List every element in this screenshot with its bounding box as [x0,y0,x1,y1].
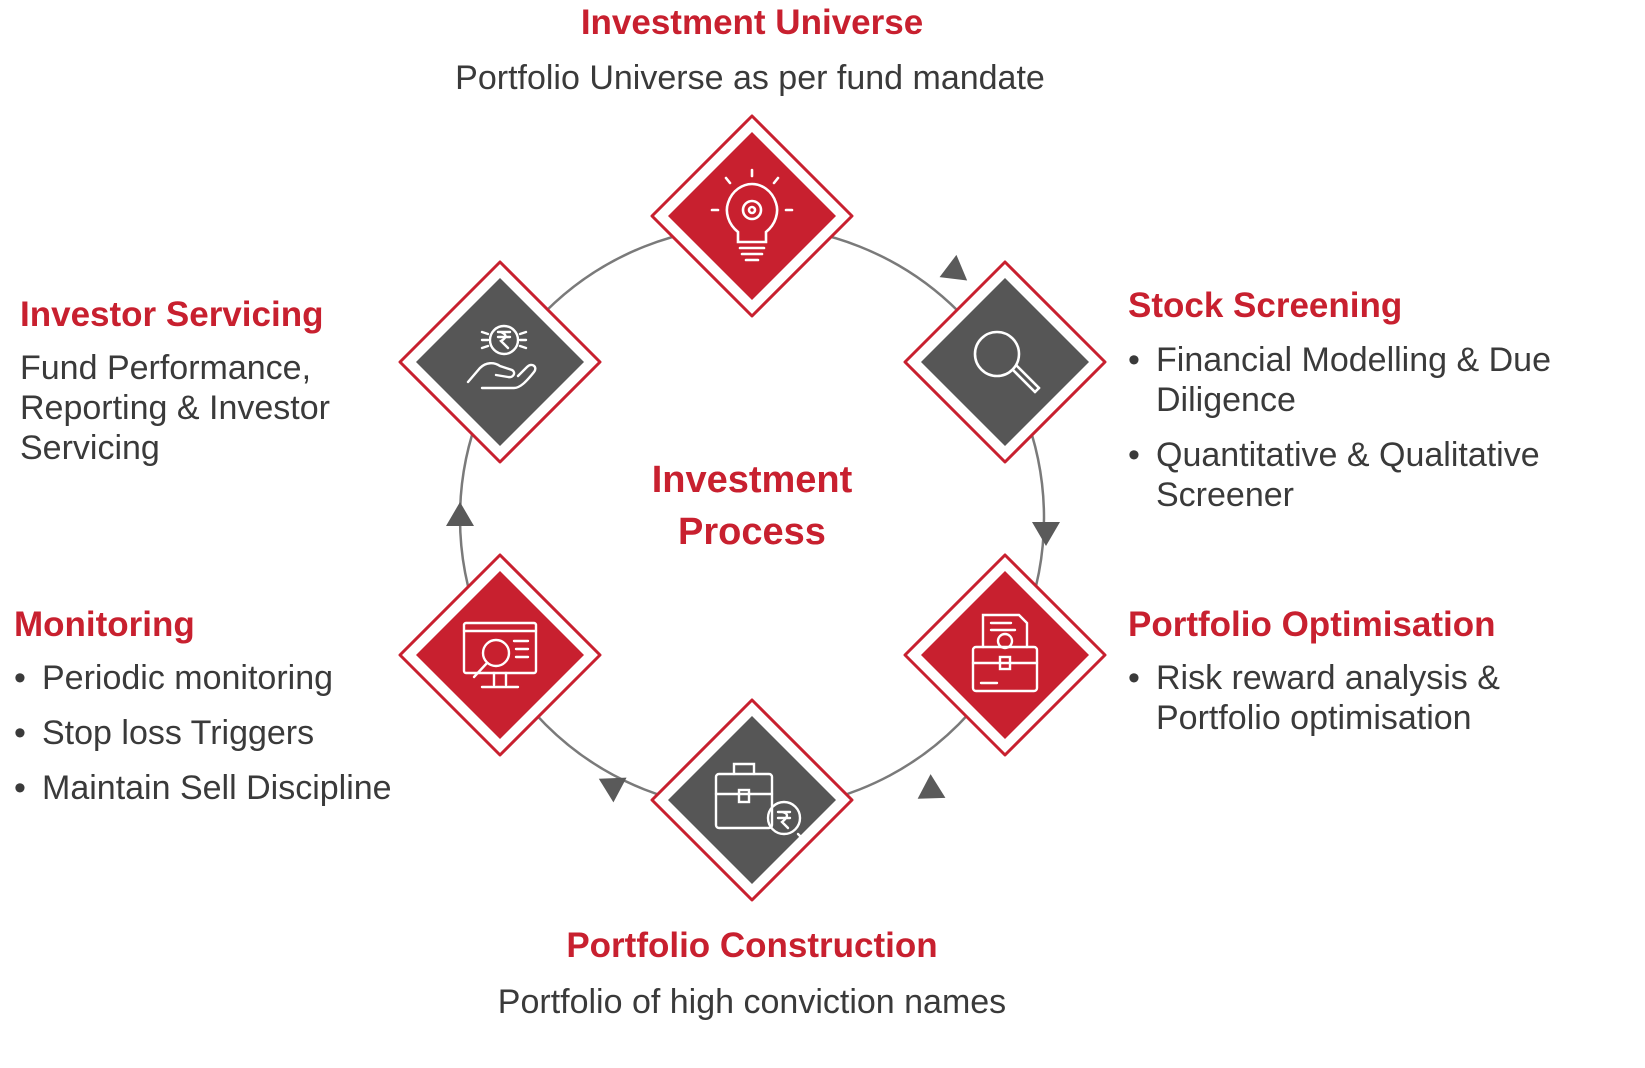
step-investment-universe-diamond [650,114,854,318]
arrow-1 [939,254,968,281]
investment-universe-title: Investment Universe [580,3,924,42]
monitor-magnifier-icon [462,621,538,689]
arrow-4 [598,777,627,803]
arrow-3 [917,774,946,799]
investor-servicing-text: Fund Performance, Reporting & Investor S… [20,349,330,467]
briefcase-gear-icon [714,762,806,842]
list-item: Periodic monitoring [14,658,434,698]
portfolio-optimisation-bullets: Risk reward analysis & Portfolio optimis… [1128,658,1548,753]
investor-servicing-title: Investor Servicing [20,295,324,334]
list-item: Financial Modelling & Due Diligence [1128,340,1578,420]
step-portfolio-construction-diamond [650,698,854,902]
investment-universe-text: Portfolio Universe as per fund mandate [455,59,1045,97]
step-monitoring-diamond [398,553,602,757]
monitoring-bullets: Periodic monitoring Stop loss Triggers M… [14,658,434,823]
magnifier-icon [973,330,1041,394]
center-title-line1: Investment [651,459,853,501]
monitoring-title: Monitoring [14,605,195,644]
document-briefcase-icon [971,613,1039,693]
step-investor-servicing-diamond [398,260,602,464]
step-portfolio-optimisation-diamond [903,553,1107,757]
list-item: Quantitative & Qualitative Screener [1128,435,1578,515]
stock-screening-bullets: Financial Modelling & Due Diligence Quan… [1128,340,1578,530]
stock-screening-title: Stock Screening [1128,286,1403,325]
arrow-5 [446,502,474,526]
list-item: Stop loss Triggers [14,713,434,753]
hand-rupee-coin-icon [466,324,537,390]
arrow-2 [1032,522,1060,546]
portfolio-construction-text: Portfolio of high conviction names [497,983,1007,1021]
lightbulb-gear-icon [710,168,794,262]
portfolio-optimisation-title: Portfolio Optimisation [1128,605,1496,644]
list-item: Maintain Sell Discipline [14,768,434,808]
list-item: Risk reward analysis & Portfolio optimis… [1128,658,1548,738]
step-stock-screening-diamond [903,260,1107,464]
center-title-line2: Process [678,511,826,553]
portfolio-construction-title: Portfolio Construction [566,926,938,965]
center-title: Investment Process [602,454,902,558]
